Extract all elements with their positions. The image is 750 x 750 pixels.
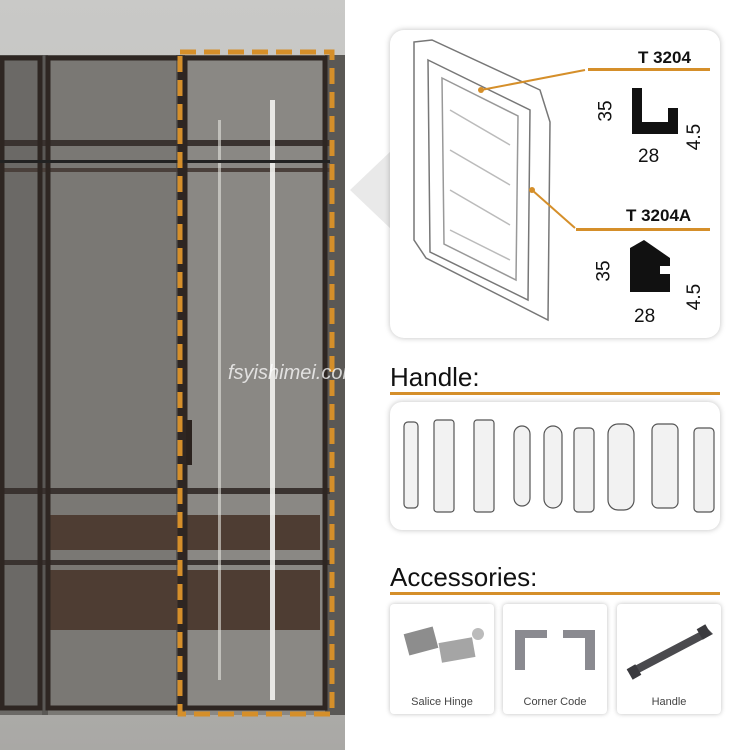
profile-1-thickness: 4.5 [684,123,706,151]
accessory-label-hinge: Salice Hinge [411,696,473,708]
profile-line-1 [588,68,710,71]
handle-icon-4 [513,425,531,507]
accessories-underline [390,592,720,595]
handle-icon-6 [573,427,595,513]
handles-gallery [390,402,720,530]
handle-icon-2 [433,419,455,513]
wardrobe-illustration [0,49,345,717]
profile-t3204a-shape [630,240,670,292]
profile-2-height: 35 [593,260,615,282]
profile-1-height: 35 [595,100,617,122]
profile-1-width: 28 [638,146,660,167]
watermark-text: fsyishimei.com [228,362,360,384]
accessory-card-handle: Handle [617,604,721,714]
handle-underline [390,392,720,395]
handle-section-title: Handle: [390,362,480,392]
profile-2-width: 28 [634,306,656,327]
handle-icon-5 [543,425,563,509]
handle-profiles-drawing [403,419,715,513]
door-frame-diagram [413,39,678,322]
profile-t3204-shape [632,88,678,134]
profile-2-thickness: 4.5 [684,283,706,311]
profile-code-1: T 3204 [638,48,691,67]
handle-icon-3 [473,419,495,513]
profile-code-2: T 3204A [626,206,692,225]
accessory-card-corner: Corner Code [503,604,607,714]
bar-handle-icon [626,624,713,680]
profile-callout: T 3204 35 28 4.5 T 3204A 35 28 4.5 [390,30,720,338]
callout-pointer [350,150,392,230]
handle-icon-9 [693,427,715,513]
accessories-section-title: Accessories: [390,562,538,592]
hinge-icon [403,626,484,663]
accessory-label-corner: Corner Code [523,696,587,708]
handle-icon-1 [403,421,419,509]
handle-icon-7 [607,423,635,511]
wardrobe-photo [0,0,345,750]
accessory-card-hinge: Salice Hinge [390,604,494,714]
handle-icon-8 [651,423,679,509]
accessory-label-handle: Handle [651,696,687,708]
profile-line-2 [576,228,710,231]
corner-code-icon [515,630,595,670]
